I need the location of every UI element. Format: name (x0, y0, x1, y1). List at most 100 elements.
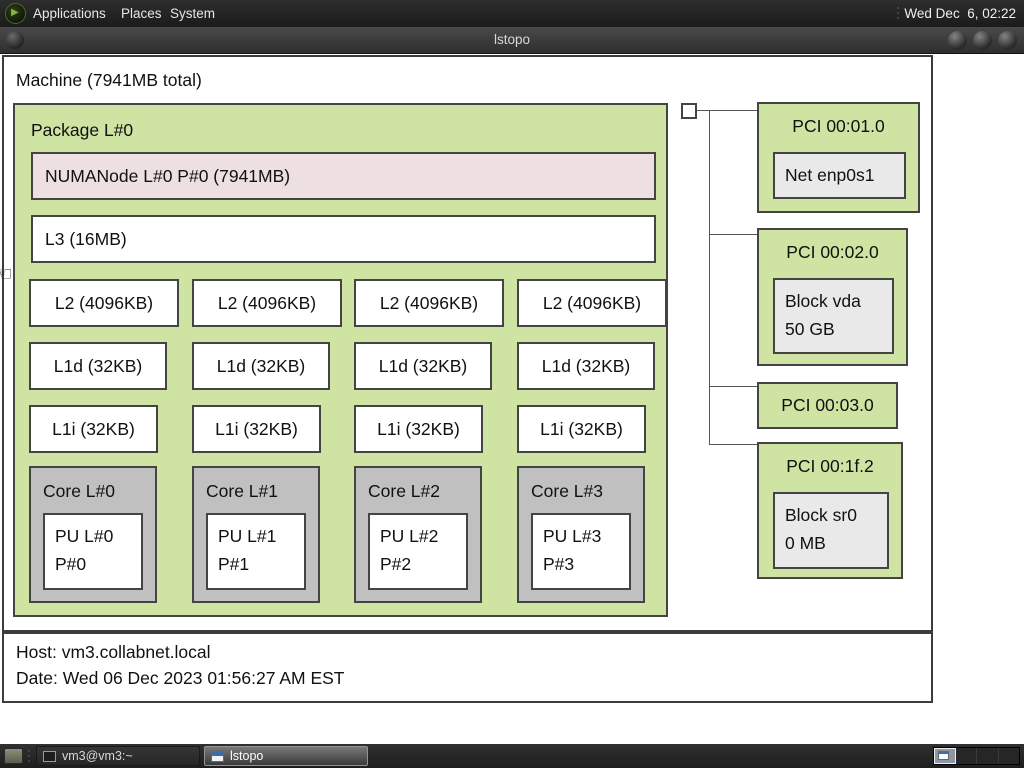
l1i-cache-box: L1i (32KB) (354, 405, 483, 453)
window-icon (211, 750, 224, 762)
workspace-4[interactable] (998, 748, 1019, 764)
l1i-cache-box: L1i (32KB) (192, 405, 321, 453)
legend-host: Host: vm3.collabnet.local (16, 642, 211, 662)
core-label: Core L#0 (43, 481, 115, 501)
pci-box: PCI 00:1f.2 Block sr0 0 MB (757, 442, 903, 579)
l2-cache-box: L2 (4096KB) (29, 279, 179, 327)
l1d-cache-label: L1d (32KB) (541, 355, 631, 376)
pu-physical-label: P#1 (218, 554, 250, 574)
show-desktop-icon[interactable] (4, 748, 23, 764)
panel-drag-handle-icon[interactable] (897, 7, 900, 20)
pu-box: PU L#2 P#2 (368, 513, 468, 590)
l1d-cache-box: L1d (32KB) (29, 342, 167, 390)
taskbar-drag-handle-icon[interactable] (28, 750, 31, 763)
machine-label: Machine (7941MB total) (16, 70, 202, 90)
core-box: Core L#1 PU L#1 P#1 (192, 466, 320, 603)
l1i-cache-label: L1i (32KB) (52, 418, 135, 439)
l1d-cache-box: L1d (32KB) (192, 342, 330, 390)
package-box: Package L#0 NUMANode L#0 P#0 (7941MB) L3… (13, 103, 668, 617)
pu-box: PU L#0 P#0 (43, 513, 143, 590)
hostbridge-box (681, 103, 697, 119)
pci-trunk-line (709, 110, 710, 445)
pci-label: PCI 00:02.0 (786, 242, 879, 262)
pu-box: PU L#1 P#1 (206, 513, 306, 590)
task-label: lstopo (230, 749, 264, 763)
pci-link-line (710, 386, 757, 387)
workspace-switcher (933, 747, 1020, 765)
legend-date: Date: Wed 06 Dec 2023 01:56:27 AM EST (16, 668, 345, 688)
workspace-2[interactable] (955, 748, 977, 764)
pu-physical-label: P#0 (55, 554, 87, 574)
maximize-button[interactable] (973, 31, 992, 50)
l1i-cache-box: L1i (32KB) (29, 405, 158, 453)
l1d-cache-label: L1d (32KB) (378, 355, 468, 376)
pu-logical-label: PU L#0 (55, 526, 114, 546)
net-device-box: Net enp0s1 (773, 152, 906, 199)
task-button-terminal[interactable]: vm3@vm3:~ (36, 746, 200, 766)
lstopo-canvas: Machine (7941MB total) Package L#0 NUMAN… (0, 54, 1024, 744)
pu-logical-label: PU L#3 (543, 526, 602, 546)
workspace-3[interactable] (977, 748, 999, 764)
package-label: Package L#0 (31, 120, 134, 140)
block-device-size: 0 MB (785, 533, 826, 553)
pci-link-line (710, 234, 757, 235)
numanode-box: NUMANode L#0 P#0 (7941MB) (31, 152, 656, 200)
pci-link-line (710, 444, 757, 445)
block-device-box: Block sr0 0 MB (773, 492, 889, 569)
menu-places[interactable]: Places (121, 6, 162, 21)
mouse-cursor-hand-icon: ☜ (0, 263, 13, 286)
pu-logical-label: PU L#1 (218, 526, 277, 546)
core-box: Core L#3 PU L#3 P#3 (517, 466, 645, 603)
pci-box: PCI 00:02.0 Block vda 50 GB (757, 228, 908, 366)
legend-box: Host: vm3.collabnet.local Date: Wed 06 D… (2, 632, 933, 703)
core-box: Core L#0 PU L#0 P#0 (29, 466, 157, 603)
pu-box: PU L#3 P#3 (531, 513, 631, 590)
core-label: Core L#2 (368, 481, 440, 501)
pci-box: PCI 00:01.0 Net enp0s1 (757, 102, 920, 213)
l2-cache-label: L2 (4096KB) (542, 292, 642, 313)
l1d-cache-label: L1d (32KB) (53, 355, 143, 376)
l1d-cache-box: L1d (32KB) (517, 342, 655, 390)
l1i-cache-label: L1i (32KB) (377, 418, 460, 439)
l2-cache-label: L2 (4096KB) (54, 292, 154, 313)
menu-system[interactable]: System (170, 6, 216, 21)
pci-link-line (697, 110, 757, 111)
block-device-box: Block vda 50 GB (773, 278, 894, 354)
numanode-label: NUMANode L#0 P#0 (7941MB) (45, 165, 291, 186)
pu-physical-label: P#2 (380, 554, 412, 574)
menu-applications[interactable]: Applications (33, 6, 106, 21)
window-titlebar[interactable]: lstopo (0, 27, 1024, 54)
pci-label: PCI 00:1f.2 (786, 456, 874, 476)
distro-logo-icon[interactable]: ▶ (5, 3, 26, 24)
pu-physical-label: P#3 (543, 554, 575, 574)
l2-cache-label: L2 (4096KB) (379, 292, 479, 313)
task-button-lstopo[interactable]: lstopo (204, 746, 368, 766)
l1d-cache-box: L1d (32KB) (354, 342, 492, 390)
window-title: lstopo (493, 32, 531, 47)
l1i-cache-label: L1i (32KB) (540, 418, 623, 439)
l3-cache-label: L3 (16MB) (45, 228, 127, 249)
pu-logical-label: PU L#2 (380, 526, 439, 546)
l1i-cache-label: L1i (32KB) (215, 418, 298, 439)
pci-box: PCI 00:03.0 (757, 382, 898, 429)
window-menu-button[interactable] (6, 31, 24, 49)
block-device-size: 50 GB (785, 319, 835, 339)
l1d-cache-label: L1d (32KB) (216, 355, 306, 376)
l2-cache-box: L2 (4096KB) (517, 279, 667, 327)
pci-label: PCI 00:01.0 (792, 116, 885, 136)
block-device-label: Block vda (785, 291, 861, 311)
l1i-cache-box: L1i (32KB) (517, 405, 646, 453)
l2-cache-box: L2 (4096KB) (192, 279, 342, 327)
panel-clock[interactable]: Wed Dec 6, 02:22 (904, 6, 1016, 21)
terminal-icon (43, 750, 56, 762)
l2-cache-box: L2 (4096KB) (354, 279, 504, 327)
minimize-button[interactable] (948, 31, 967, 50)
task-label: vm3@vm3:~ (62, 749, 133, 763)
core-label: Core L#3 (531, 481, 603, 501)
close-button[interactable] (998, 31, 1017, 50)
workspace-1[interactable] (934, 748, 956, 764)
pci-label: PCI 00:03.0 (781, 395, 874, 415)
l3-cache-box: L3 (16MB) (31, 215, 656, 263)
block-device-label: Block sr0 (785, 505, 857, 525)
